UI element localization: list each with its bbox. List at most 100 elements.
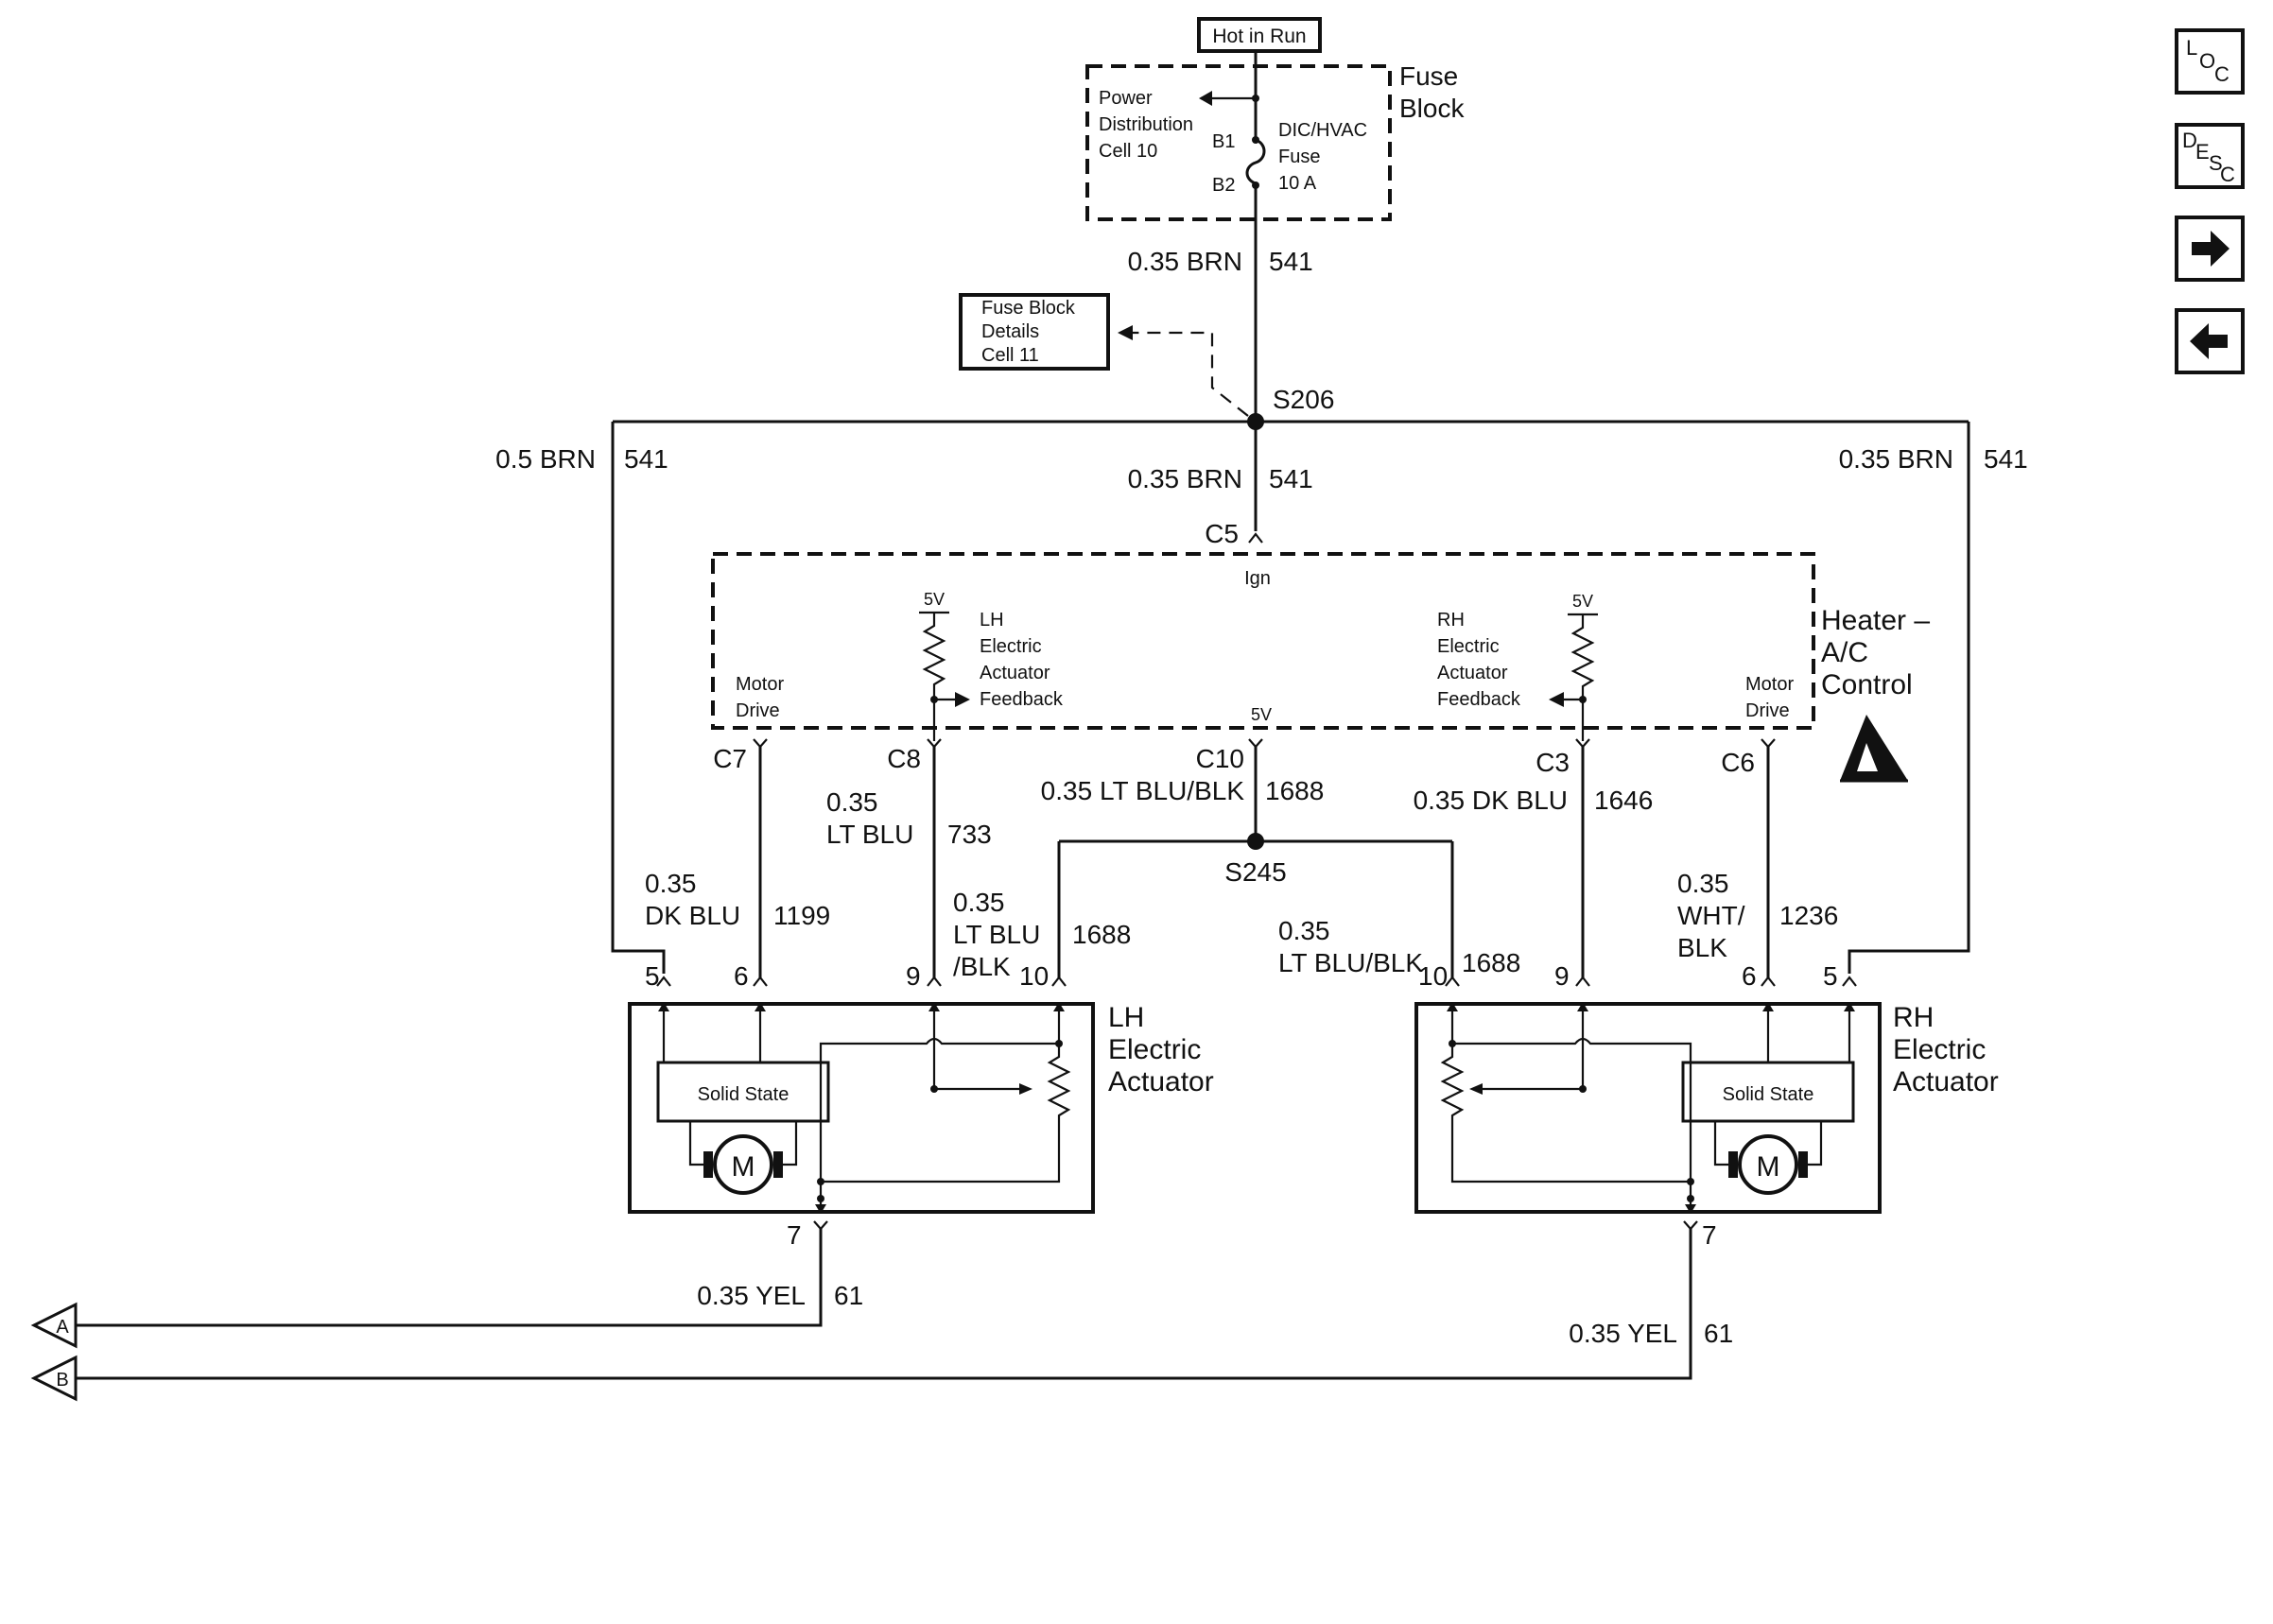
left-wire-gauge: 0.5 BRN [495,444,596,474]
c6-circuit: 1236 [1779,901,1838,930]
b1-label: B1 [1212,131,1235,152]
mid-wire-gauge: 0.35 BRN [1128,464,1242,493]
ref-b-label: B [56,1370,68,1391]
c6-gauge-2: WHT/ [1677,901,1745,930]
c3-wire-circuit: 1646 [1594,786,1653,815]
lh-motor-drive-2: Drive [736,700,780,721]
c10-5v-label: 5V [1251,705,1272,724]
hvac-title-1: Heater – [1821,605,1930,636]
fuse-details-2: Details [981,321,1039,342]
rh-feedback-4: Feedback [1437,689,1521,710]
c7-gauge-1: 0.35 [645,869,697,898]
lh10-gauge-2: LT BLU [953,920,1040,949]
c10-wire-circuit: 1688 [1265,776,1324,805]
rh-actuator: 10 9 6 5 RH Electric Actuator Solid Stat… [1414,961,1999,1214]
fuse-block-title-1: Fuse [1399,61,1458,91]
rh-ground-gauge: 0.35 YEL [1569,1319,1677,1348]
lh-ground-gauge: 0.35 YEL [697,1281,806,1310]
lh-actuator-title-3: Actuator [1108,1066,1214,1097]
lh-actuator-title-2: Electric [1108,1034,1201,1065]
rh-solid-state-label: Solid State [1723,1084,1814,1105]
c6-label: C6 [1721,748,1755,777]
ref-b-arrow[interactable]: B [30,1355,78,1402]
back-button[interactable] [2175,308,2245,374]
loc-button[interactable]: L O C [2175,28,2245,95]
esd-warning-icon [1840,715,1908,783]
c3-label: C3 [1536,748,1570,777]
rh-motor-drive-2: Drive [1745,700,1790,721]
arrow-left-icon [2190,323,2228,359]
ref-a-arrow[interactable]: A [30,1302,78,1349]
desc-letter-d: D [2182,129,2197,152]
rh-pin-5: 5 [1823,961,1838,991]
fuse-label-3: 10 A [1278,173,1317,194]
fuse-label-2: Fuse [1278,147,1320,167]
loc-letter-l: L [2186,36,2197,60]
lh-motor-drive-1: Motor [736,674,784,695]
c7-gauge-2: DK BLU [645,901,740,930]
rh-pin-9: 9 [1554,961,1570,991]
rh-motor-drive-1: Motor [1745,674,1794,695]
c8-gauge-1: 0.35 [826,787,878,817]
lh-5v-label: 5V [924,590,945,609]
rh-actuator-title-2: Electric [1893,1034,1986,1065]
loc-letter-o: O [2199,49,2215,73]
rh-motor-label: M [1757,1151,1780,1183]
fuse-block: Fuse Block Power Distribution Cell 10 B1… [1085,51,1465,221]
ign-label: Ign [1244,568,1271,589]
arrow-right-icon [2192,231,2230,267]
pdc-label-1: Power [1099,88,1153,109]
rh-feedback-1: RH [1437,610,1465,631]
lh10-gauge-3: /BLK [953,952,1011,981]
rh-pin-10: 10 [1418,961,1448,991]
desc-letter-c: C [2220,163,2235,185]
s245-label: S245 [1224,857,1286,887]
lh-feedback-3: Actuator [980,663,1050,683]
top-wire-circuit: 541 [1269,247,1313,276]
hvac-title-3: Control [1821,669,1913,700]
lh-feedback-4: Feedback [980,689,1064,710]
pdc-label-3: Cell 10 [1099,141,1157,162]
lh-pin-7: 7 [787,1220,802,1250]
top-wire-gauge: 0.35 BRN [1128,247,1242,276]
rh-pin-6: 6 [1742,961,1757,991]
next-button[interactable] [2175,216,2245,282]
lh-feedback-2: Electric [980,636,1042,657]
s206-label: S206 [1273,385,1334,414]
right-wire-circuit: 541 [1984,444,2028,474]
fuse-label-1: DIC/HVAC [1278,120,1367,141]
hvac-title-2: A/C [1821,637,1868,668]
c6-gauge-1: 0.35 [1677,869,1729,898]
fuse-details-3: Cell 11 [981,345,1039,366]
right-supply-wire [1848,422,1970,974]
c5-label: C5 [1205,519,1239,548]
rh-actuator-title-3: Actuator [1893,1066,1999,1097]
rh-ground-circuit: 61 [1704,1319,1733,1348]
lh-pin-6: 6 [734,961,749,991]
rh10-gauge-1: 0.35 [1278,916,1330,945]
c8-label: C8 [887,744,921,773]
desc-letter-s: S [2209,151,2223,175]
loc-letter-c: C [2214,62,2230,86]
rh-feedback-3: Actuator [1437,663,1508,683]
left-supply-wire [611,422,666,974]
fuse-details-1: Fuse Block [981,298,1076,319]
fuse-block-title-2: Block [1399,94,1465,123]
rh-feedback-2: Electric [1437,636,1500,657]
heater-ac-control: Heater – A/C Control Ign 5V LH Electric … [711,552,1930,741]
lh-feedback-1: LH [980,610,1004,631]
lh10-gauge-1: 0.35 [953,888,1005,917]
lh-solid-state-label: Solid State [698,1084,789,1105]
lh-actuator-title-1: LH [1108,1002,1144,1033]
pdc-label-2: Distribution [1099,114,1193,135]
mid-wire-circuit: 541 [1269,464,1313,493]
c7-label: C7 [713,744,747,773]
c6-gauge-3: BLK [1677,933,1727,962]
c8-circuit: 733 [947,820,992,849]
rh10-gauge-2: LT BLU/BLK [1278,948,1423,977]
lh10-circuit: 1688 [1072,920,1131,949]
ref-a-label: A [56,1317,69,1338]
desc-button[interactable]: D E S C [2175,123,2245,189]
left-wire-circuit: 541 [624,444,668,474]
hot-in-run-label: Hot in Run [1212,26,1306,47]
